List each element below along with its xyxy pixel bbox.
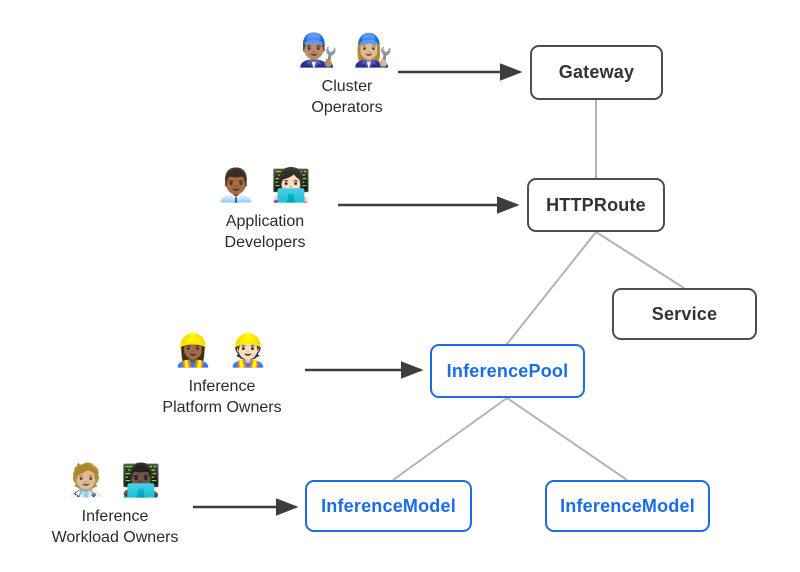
- node-inferencemodel-right-label: InferenceModel: [560, 495, 695, 516]
- actor-application-developers: 👨🏾‍💼 👩🏻‍💻 Application Developers: [165, 166, 365, 253]
- node-httproute: HTTPRoute: [527, 178, 665, 232]
- construction-worker-persona-icon: 👷🏾‍♀️ 👷🏻: [173, 332, 271, 368]
- node-inferencemodel-left: InferenceModel: [305, 480, 472, 532]
- node-inferencepool-label: InferencePool: [446, 360, 569, 381]
- actor-inference-platform-owners-label: Inference Platform Owners: [162, 378, 282, 416]
- actor-cluster-operators-label: Cluster Operators: [311, 78, 383, 116]
- edge-inferencepool-inferencemodel-1: [392, 397, 508, 481]
- actor-inference-platform-owners: 👷🏾‍♀️ 👷🏻 Inference Platform Owners: [102, 331, 342, 418]
- node-inferencemodel-right: InferenceModel: [545, 480, 710, 532]
- actor-cluster-operators: 👨🏽‍🔧 👩🏼‍🔧 Cluster Operators: [247, 31, 447, 118]
- edge-inferencepool-inferencemodel-2: [506, 397, 628, 481]
- node-gateway-label: Gateway: [558, 62, 635, 82]
- actor-inference-workload-owners: 🧑🏼‍⚕️ 👨🏿‍💻 Inference Workload Owners: [0, 461, 230, 548]
- node-inferencepool: InferencePool: [430, 344, 585, 398]
- edge-httproute-service: [595, 231, 685, 289]
- node-httproute-label: HTTPRoute: [546, 194, 646, 215]
- node-gateway: Gateway: [530, 45, 663, 100]
- actor-inference-workload-owners-label: Inference Workload Owners: [51, 508, 179, 546]
- workload-owner-persona-icon: 🧑🏼‍⚕️ 👨🏿‍💻: [66, 462, 164, 498]
- node-service: Service: [612, 288, 757, 340]
- edge-httproute-inferencepool: [506, 231, 597, 345]
- node-service-label: Service: [651, 303, 718, 324]
- mechanic-persona-icon: 👨🏽‍🔧 👩🏼‍🔧: [298, 32, 396, 68]
- node-inferencemodel-left-label: InferenceModel: [321, 495, 456, 516]
- actor-application-developers-label: Application Developers: [224, 213, 306, 251]
- developer-persona-icon: 👨🏾‍💼 👩🏻‍💻: [216, 167, 314, 203]
